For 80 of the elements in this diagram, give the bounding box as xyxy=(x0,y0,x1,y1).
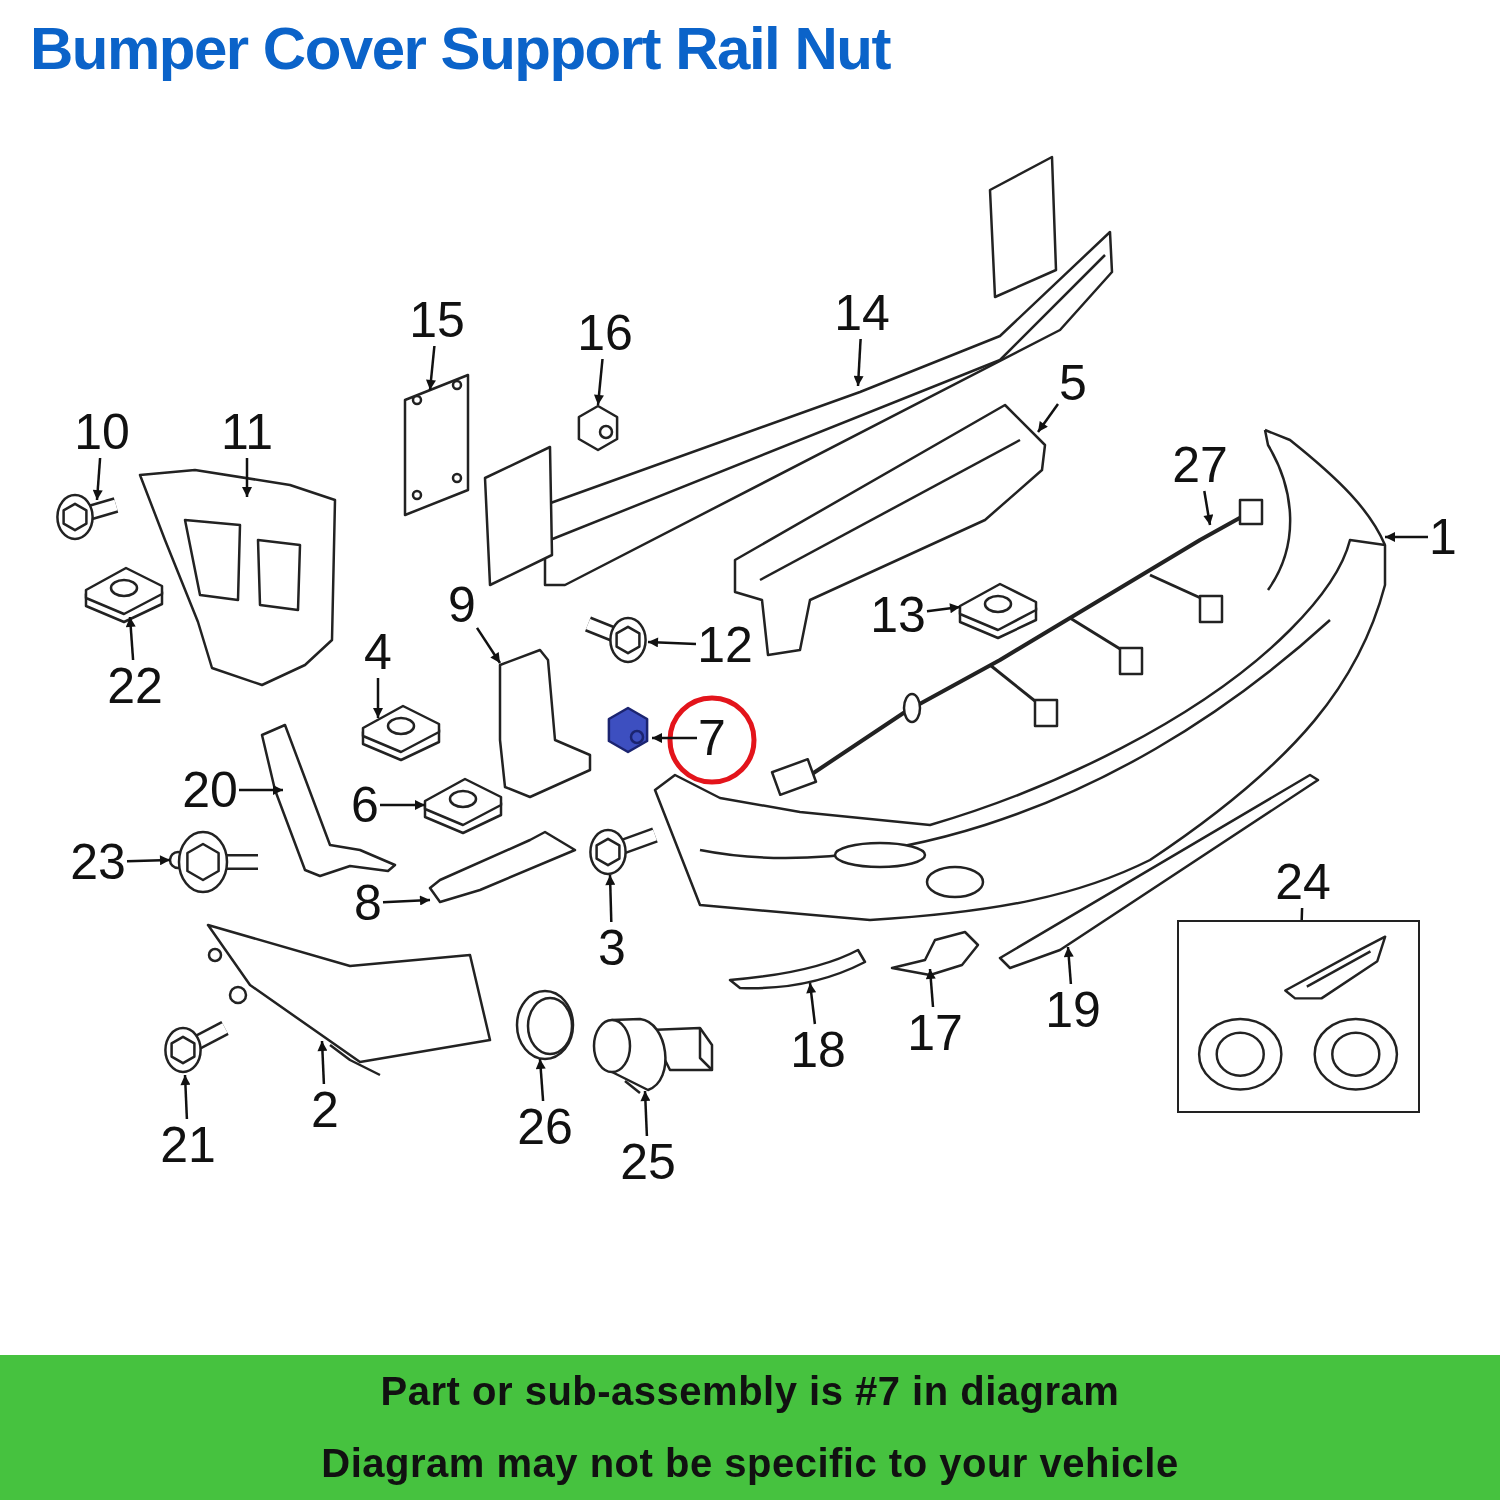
callout-number: 27 xyxy=(1171,439,1229,491)
leader-arrow xyxy=(475,627,502,664)
bolt-drawing xyxy=(56,493,119,541)
cover-cap-drawing xyxy=(890,930,980,977)
leader-arrow xyxy=(92,457,103,501)
nut-drawing xyxy=(577,404,619,452)
bolt-drawing xyxy=(585,616,647,664)
clip-nut-drawing xyxy=(361,704,441,762)
bumper-cover-drawing xyxy=(653,428,1387,922)
callout-number: 2 xyxy=(310,1084,340,1136)
leader-arrow xyxy=(317,1040,328,1085)
callout-number: 10 xyxy=(73,406,131,458)
trim-strip-drawing xyxy=(728,948,867,990)
page-title: Bumper Cover Support Rail Nut xyxy=(30,14,890,83)
wiring-harness-drawing xyxy=(770,498,1264,796)
leader-arrow xyxy=(380,800,425,810)
callout-number: 21 xyxy=(159,1119,217,1171)
callout-number: 13 xyxy=(869,589,927,641)
callout-number: 14 xyxy=(833,287,891,339)
bolt-drawing xyxy=(589,827,658,876)
callout-number: 17 xyxy=(906,1007,964,1059)
callout-number: 23 xyxy=(69,836,127,888)
clip-nut-drawing xyxy=(423,777,503,835)
leader-arrow xyxy=(605,874,616,923)
leader-arrow xyxy=(239,785,283,795)
leader-arrow xyxy=(180,1074,191,1120)
leader-arrow xyxy=(1037,403,1059,433)
bracket-drawing xyxy=(260,723,397,878)
corner-trim-drawing xyxy=(206,923,492,1077)
plate-drawing xyxy=(403,373,470,517)
bracket-drawing xyxy=(498,648,592,799)
callout-number: 5 xyxy=(1058,357,1088,409)
sensor-drawing xyxy=(592,1017,714,1094)
leader-arrow xyxy=(594,358,604,406)
leader-arrow xyxy=(640,1090,651,1137)
callout-number: 18 xyxy=(789,1024,847,1076)
callout-number: 15 xyxy=(408,294,466,346)
callout-number: 7 xyxy=(697,712,727,764)
callout-number: 12 xyxy=(696,619,754,671)
callout-number: 6 xyxy=(350,779,380,831)
leader-arrow xyxy=(806,982,817,1025)
leader-arrow xyxy=(242,458,252,497)
leader-line xyxy=(1300,907,1304,921)
leader-arrow xyxy=(925,968,936,1008)
push-pin-drawing xyxy=(168,830,258,894)
notice-text: Diagram may not be specific to your vehicle xyxy=(321,1441,1179,1487)
notice-banner xyxy=(0,1355,1500,1500)
leader-arrow xyxy=(373,678,383,718)
leader-arrow xyxy=(535,1058,546,1102)
callout-number: 22 xyxy=(106,660,164,712)
bolt-drawing xyxy=(164,1020,229,1074)
callout-number: 3 xyxy=(597,922,627,974)
callout-number: 8 xyxy=(353,877,383,929)
clip-nut-drawing xyxy=(84,566,164,624)
leader-arrow xyxy=(853,338,864,387)
leader-arrow xyxy=(647,637,697,648)
reinforcement-beam-drawing xyxy=(483,155,1114,587)
callout-number: 11 xyxy=(218,406,276,458)
leader-arrow xyxy=(426,345,436,391)
leader-arrow xyxy=(926,603,961,614)
leader-arrow xyxy=(382,895,431,906)
nut-drawing xyxy=(607,706,649,754)
notice-text: Part or sub-assembly is #7 in diagram xyxy=(380,1368,1120,1414)
clip-nut-drawing xyxy=(958,582,1038,640)
callout-number: 19 xyxy=(1044,984,1102,1036)
leader-arrow xyxy=(652,733,697,743)
leader-arrow xyxy=(1203,490,1214,526)
leader-arrow xyxy=(1385,532,1428,542)
callout-number: 1 xyxy=(1428,511,1458,563)
leader-arrow xyxy=(126,855,171,866)
leader-arrow xyxy=(1063,946,1074,985)
callout-number: 9 xyxy=(447,579,477,631)
callout-number: 4 xyxy=(363,626,393,678)
callout-number: 25 xyxy=(619,1136,677,1188)
callout-number: 24 xyxy=(1274,856,1332,908)
callout-number: 26 xyxy=(516,1101,574,1153)
cap-drawing xyxy=(515,989,575,1061)
callout-number: 20 xyxy=(181,764,239,816)
callout-number: 16 xyxy=(576,307,634,359)
leader-arrow xyxy=(125,616,136,661)
